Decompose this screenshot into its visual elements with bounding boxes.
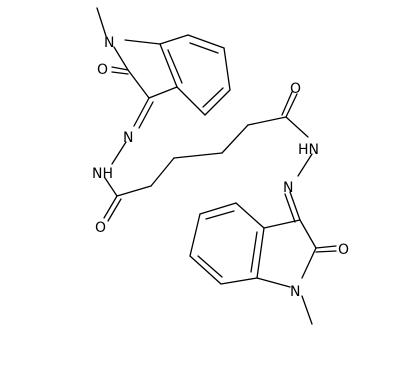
atom-n-methyl-bottom: N xyxy=(290,284,300,300)
bond-c3a-c7a-top xyxy=(159,43,178,88)
bond-c3-n-imine-top-double xyxy=(138,101,154,129)
top-indolinone-unit xyxy=(96,7,231,165)
benzene-bottom-bond-3 xyxy=(189,213,201,257)
adipoyl-chain xyxy=(103,91,309,222)
benzene-top-bond-4 xyxy=(204,89,231,116)
bond-n-n-top xyxy=(111,141,127,165)
benzene-bottom-inner-3 xyxy=(250,231,258,273)
bond-c3-c3a-bottom xyxy=(263,219,301,229)
benzene-top-inner-3 xyxy=(167,49,183,84)
bond-n1-c2-top xyxy=(113,46,129,71)
benzene-top-bond-3 xyxy=(223,47,231,91)
benzene-bottom-bond-2 xyxy=(199,202,237,215)
bond-nh-c-amide-right xyxy=(104,177,118,197)
benzene-top-bond-2 xyxy=(187,34,225,49)
bond-c2-n1-bottom xyxy=(301,247,317,279)
benzene-top-bond-5 xyxy=(176,86,206,116)
bond-n1-methyl-bottom xyxy=(301,295,313,325)
bond-c3-n-imine-top xyxy=(133,97,150,127)
bond-c3a-c7a-bottom xyxy=(256,227,265,279)
bond-c3-n-imine-bottom xyxy=(289,191,301,221)
atom-nh-top: NH xyxy=(92,166,113,182)
atom-n-imine-bottom: N xyxy=(283,180,293,196)
atom-n-imine-top: N xyxy=(123,130,133,146)
bond-c2-o-top-double xyxy=(111,71,129,75)
bond-c2-o-bottom-double xyxy=(315,250,337,253)
atom-o-carbonyl-bottom: O xyxy=(338,242,349,258)
bond-c-o-amide-right xyxy=(103,195,118,219)
bond-c3-c2-bottom xyxy=(299,219,317,249)
chain-bond-1 xyxy=(116,185,152,197)
atom-o-amide-left: O xyxy=(290,81,301,97)
bottom-indolinone-unit xyxy=(189,153,337,325)
chain-bond-4 xyxy=(221,124,249,154)
bond-c2-o-bottom xyxy=(315,245,337,249)
benzene-top-bond-1 xyxy=(159,34,189,45)
bond-c-o-amide-left xyxy=(285,93,298,118)
benzene-bottom-inner-2 xyxy=(197,255,223,278)
atom-o-carbonyl-top: O xyxy=(97,62,108,78)
bond-c3-n-imine-bottom-double xyxy=(284,193,296,223)
bond-c-amide-left xyxy=(247,116,287,126)
chain-bond-3 xyxy=(173,152,223,159)
methyl-bond-top xyxy=(96,7,107,37)
atom-hn-bottom: HN xyxy=(298,142,319,158)
bond-c-hn-bottom xyxy=(285,116,309,138)
bond-c2-c3-top xyxy=(127,69,150,99)
benzene-bottom-bond-4 xyxy=(189,255,222,285)
chain-bond-2 xyxy=(150,157,175,187)
benzene-bottom-bond-5 xyxy=(220,277,258,285)
atom-o-amide-right: O xyxy=(95,220,106,236)
bond-c-o-amide-left-double xyxy=(281,91,293,116)
benzene-top-inner-2 xyxy=(202,87,224,108)
bond-c-o-amide-right-double xyxy=(107,198,122,222)
atom-n-methyl-top: N xyxy=(104,35,114,51)
bond-c2-o-top xyxy=(111,66,129,71)
benzene-top-inner-1 xyxy=(189,42,219,54)
bond-c3-c3a-top xyxy=(148,86,178,99)
benzene-bottom-inner-1 xyxy=(205,210,235,220)
bond-n1-c7a-top xyxy=(124,39,161,45)
bond-n1-c7a-bottom xyxy=(256,277,291,288)
benzene-bottom-bond-1 xyxy=(235,202,265,229)
bond-n-n-bottom xyxy=(297,153,313,177)
